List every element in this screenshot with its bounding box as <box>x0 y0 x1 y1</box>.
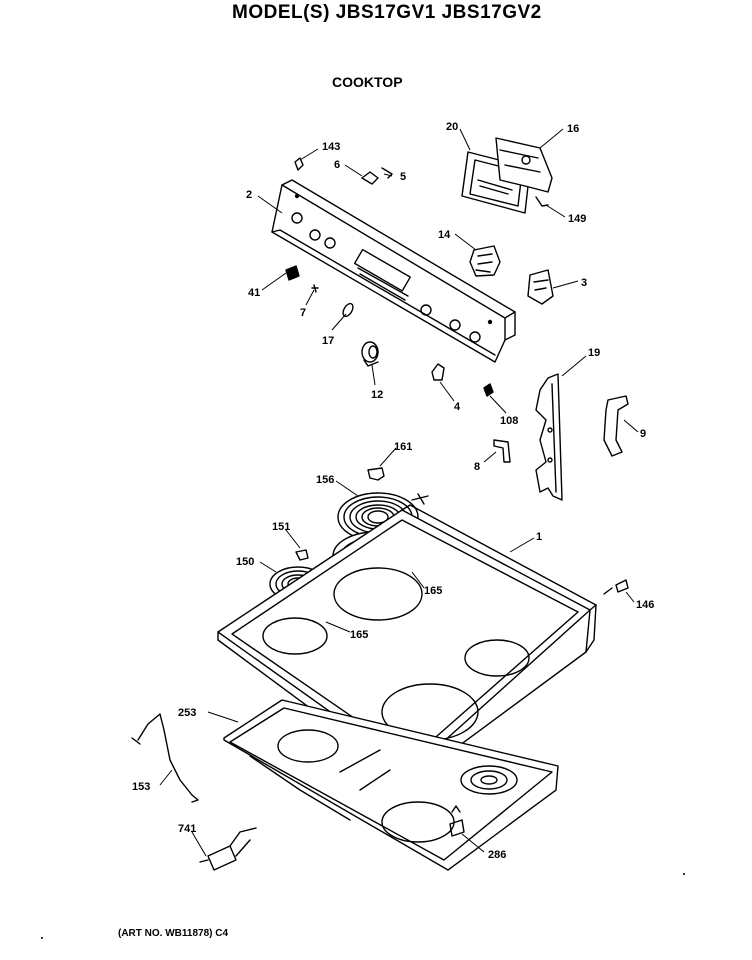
terminal-block-part <box>199 827 257 871</box>
screw-part <box>449 805 465 837</box>
clip-part <box>361 167 393 185</box>
part-labels: 143 6 5 20 16 2 149 14 3 41 7 17 12 4 10… <box>132 121 654 861</box>
screw-part <box>603 579 629 595</box>
part-label: 12 <box>371 389 383 401</box>
art-number: (ART NO. WB11878) C4 <box>118 928 229 939</box>
screw-part <box>294 157 304 171</box>
switch-part <box>527 269 554 305</box>
wire-harness-part <box>137 713 199 803</box>
model-title: MODEL(S) JBS17GV1 JBS17GV2 <box>232 2 542 23</box>
screw-part <box>311 284 319 293</box>
indicator-bracket-part <box>461 137 553 214</box>
side-bracket-part <box>535 373 563 501</box>
knob-part <box>285 265 300 281</box>
part-label: 5 <box>400 171 406 183</box>
part-label: 4 <box>454 401 461 413</box>
wire-harness-part <box>131 737 141 745</box>
part-label: 253 <box>178 707 196 719</box>
part-label: 165 <box>350 629 368 641</box>
part-label: 2 <box>246 189 252 201</box>
part-label: 741 <box>178 823 196 835</box>
screw-part <box>483 383 494 397</box>
part-label: 165 <box>424 585 442 597</box>
part-label: 41 <box>248 287 260 299</box>
scan-specks <box>41 873 685 939</box>
main-cooktop-part <box>217 504 597 783</box>
part-label: 156 <box>316 474 334 486</box>
part-label: 151 <box>272 521 290 533</box>
part-label: 108 <box>500 415 518 427</box>
terminal-block-part <box>367 467 385 481</box>
part-label: 17 <box>322 335 334 347</box>
part-label: 9 <box>640 428 646 440</box>
knob-part <box>431 363 445 381</box>
leader-lines <box>159 128 639 857</box>
part-label: 143 <box>322 141 340 153</box>
control-knob-part <box>361 341 379 367</box>
terminal-block-part <box>295 549 309 561</box>
part-label: 6 <box>334 159 340 171</box>
clip-part <box>493 439 511 463</box>
bracket-part <box>603 395 629 457</box>
control-panel-part <box>271 179 516 363</box>
part-label: 150 <box>236 556 254 568</box>
part-label: 153 <box>132 781 150 793</box>
infinite-switch-part <box>469 245 501 277</box>
part-label: 1 <box>536 531 542 543</box>
part-label: 16 <box>567 123 579 135</box>
part-label: 146 <box>636 599 654 611</box>
part-label: 3 <box>581 277 587 289</box>
part-label: 14 <box>438 229 451 241</box>
part-label: 7 <box>300 307 306 319</box>
burner-box-part <box>223 699 559 871</box>
bulb-part <box>342 302 354 318</box>
part-label: 20 <box>446 121 458 133</box>
part-label: 19 <box>588 347 600 359</box>
part-label: 149 <box>568 213 586 225</box>
part-label: 161 <box>394 441 412 453</box>
section-title: COOKTOP <box>332 74 403 90</box>
part-label: 286 <box>488 849 506 861</box>
part-label: 8 <box>474 461 480 473</box>
